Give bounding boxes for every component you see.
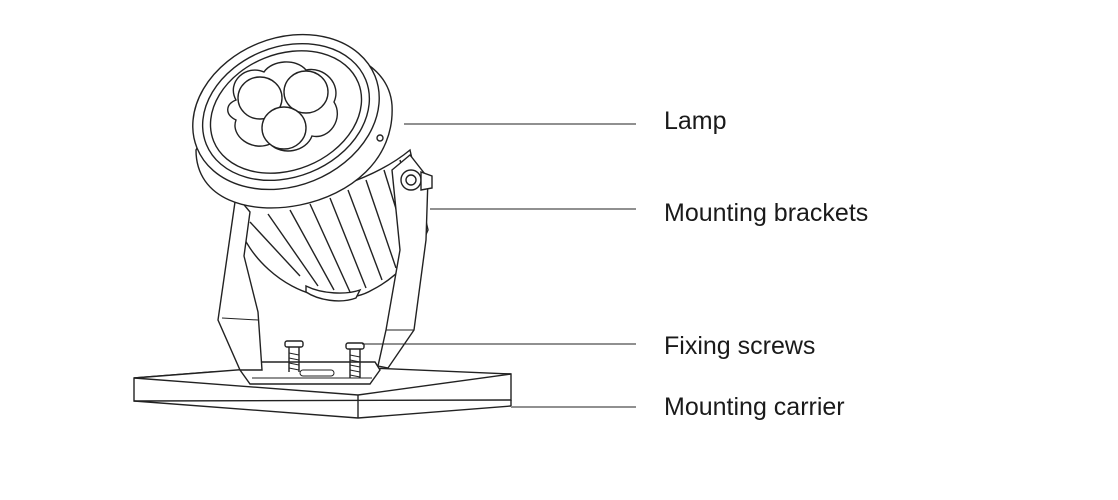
mounting-brackets-drawing: [217, 154, 433, 371]
label-fixing-screws: Fixing screws: [664, 332, 816, 360]
label-mounting-carrier: Mounting carrier: [664, 393, 845, 421]
bracket-base-drawing: [238, 361, 381, 385]
leader-lines: [362, 123, 636, 408]
fixing-screws-drawing: [284, 340, 365, 378]
screw-right: [345, 342, 365, 378]
label-mounting-brackets: Mounting brackets: [664, 199, 869, 227]
screw-left: [284, 340, 304, 372]
label-lamp: Lamp: [664, 107, 727, 135]
lamp-head-drawing: [192, 33, 393, 209]
lamp-body-drawing: [236, 148, 429, 302]
